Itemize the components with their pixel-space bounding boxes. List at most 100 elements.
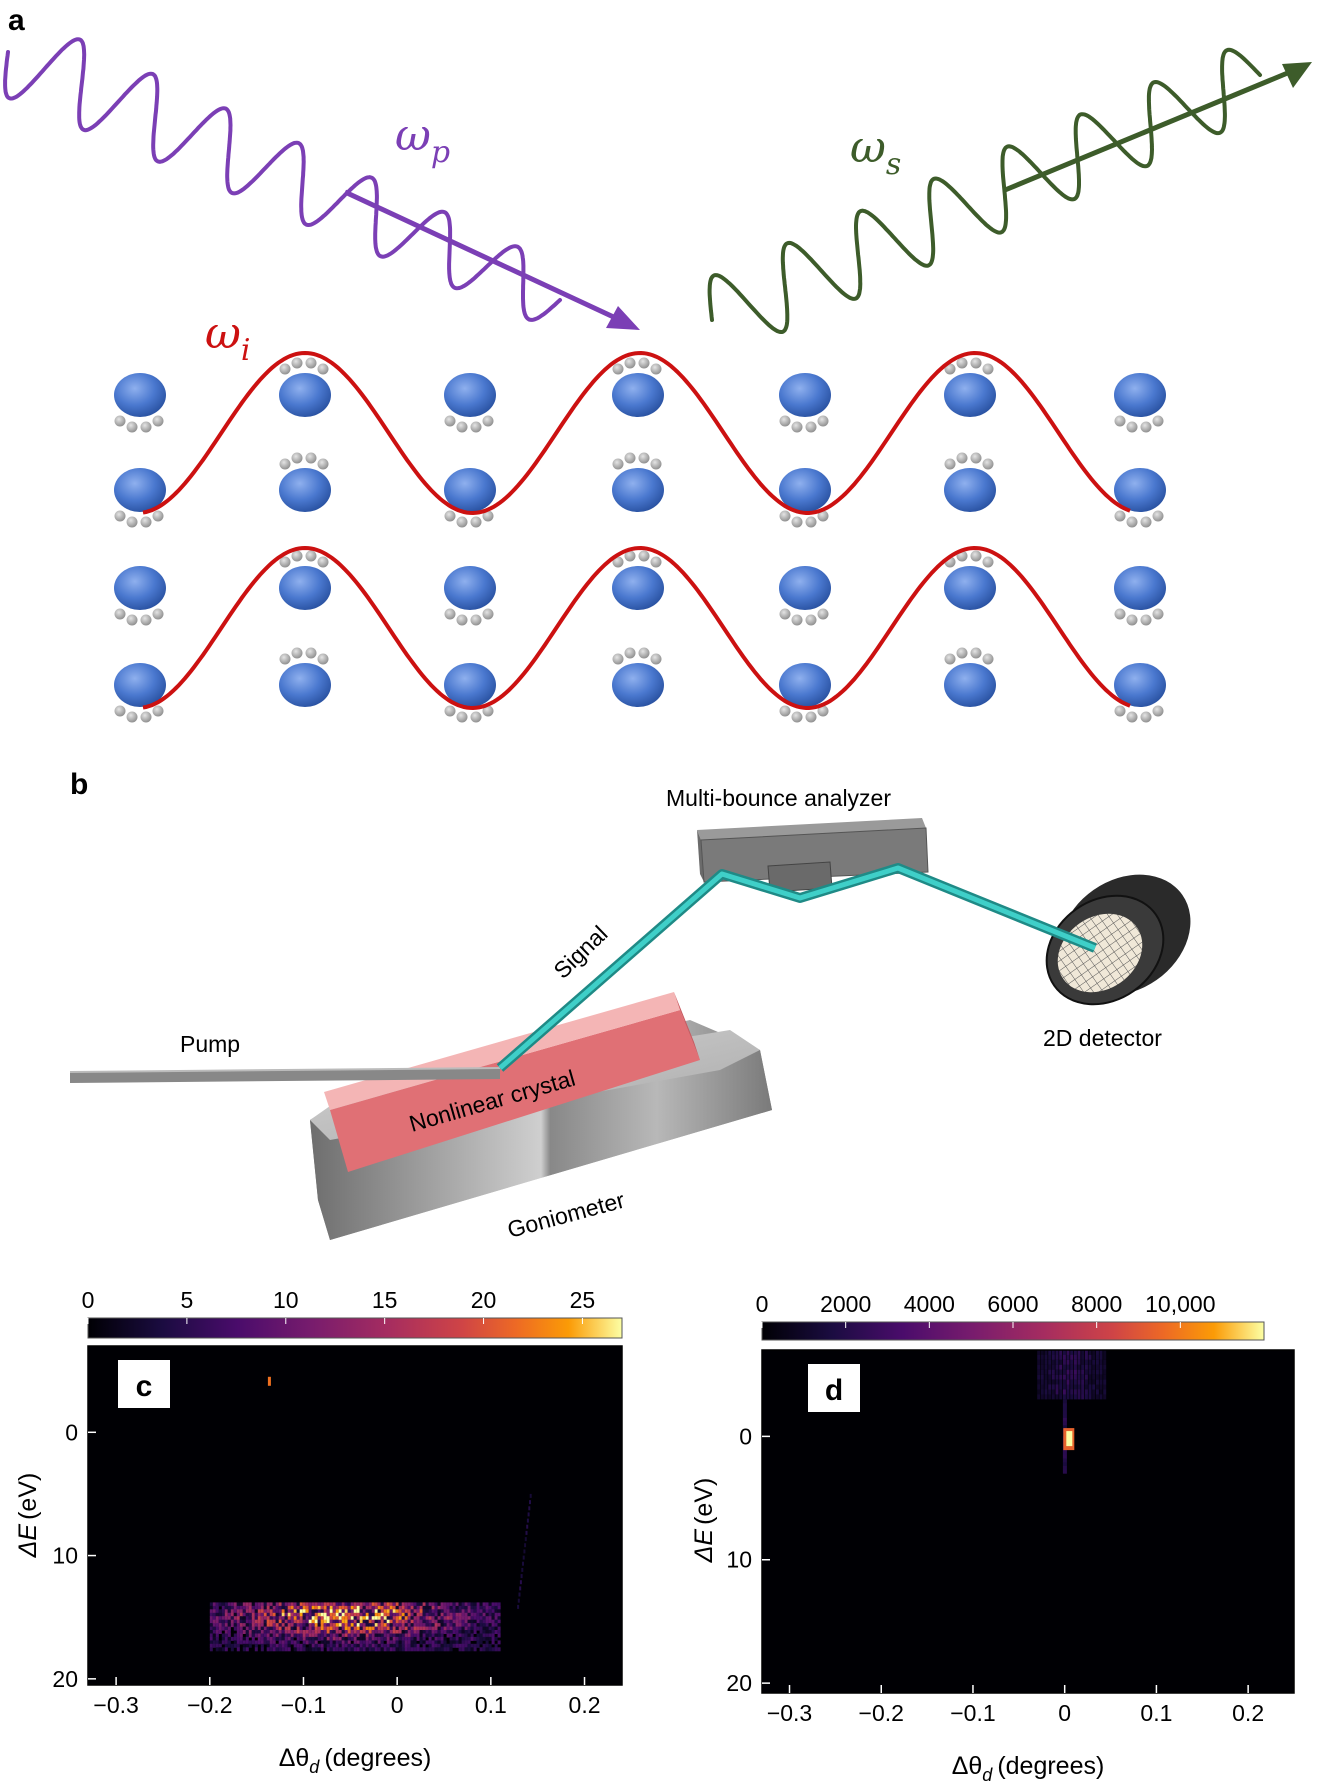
heat-cell: [428, 1647, 432, 1652]
heat-cell: [296, 1640, 300, 1645]
heat-cell: [272, 1633, 276, 1638]
heat-cell: [281, 1602, 285, 1607]
heat-cell: [1051, 1394, 1055, 1400]
heat-cell: [1051, 1359, 1055, 1365]
heat-cell: [389, 1609, 393, 1614]
heat-cell: [1095, 1369, 1099, 1375]
heat-cell: [320, 1643, 324, 1648]
heat-cell: [326, 1633, 330, 1638]
heat-cell: [254, 1609, 258, 1614]
heat-cell: [1044, 1389, 1048, 1395]
heat-cell: [1077, 1364, 1081, 1370]
heat-cell: [305, 1633, 309, 1638]
heat-cell: [374, 1602, 378, 1607]
heat-cell: [470, 1619, 474, 1624]
heat-cell: [287, 1602, 291, 1607]
heat-cell: [338, 1619, 342, 1624]
heat-cell: [317, 1623, 321, 1628]
heat-cell: [497, 1640, 501, 1645]
electron: [612, 653, 624, 665]
heat-cell: [386, 1609, 390, 1614]
heat-cell: [446, 1647, 450, 1652]
heat-cell: [443, 1643, 447, 1648]
heat-cell: [413, 1605, 417, 1610]
heat-cell: [239, 1609, 243, 1614]
heat-cell: [428, 1643, 432, 1648]
heat-cell: [374, 1609, 378, 1614]
heat-cell: [392, 1643, 396, 1648]
heat-cell: [1099, 1350, 1103, 1355]
heat-cell: [218, 1619, 222, 1624]
heat-cell: [209, 1612, 213, 1617]
heat-cell: [416, 1619, 420, 1624]
heat-cell: [1062, 1354, 1066, 1360]
heat-cell: [392, 1647, 396, 1652]
heat-cell: [1062, 1369, 1066, 1375]
heat-cell: [374, 1623, 378, 1628]
heat-cell: [1077, 1384, 1081, 1390]
electron: [982, 556, 994, 568]
heat-cell: [380, 1616, 384, 1621]
heat-cell: [296, 1616, 300, 1621]
heat-cell: [344, 1636, 348, 1641]
electron: [779, 510, 791, 522]
heat-cell: [407, 1612, 411, 1617]
heat-cell: [266, 1630, 270, 1634]
heat-cell: [519, 1580, 522, 1585]
detector-label: 2D detector: [1043, 1025, 1162, 1051]
heat-cell: [407, 1630, 411, 1634]
heat-cell: [467, 1612, 471, 1617]
heat-cell: [335, 1609, 339, 1614]
heat-cell: [419, 1609, 423, 1614]
heat-cell: [245, 1633, 249, 1638]
heat-cell: [440, 1647, 444, 1652]
heat-cell: [398, 1630, 402, 1634]
electron: [817, 705, 829, 717]
heat-cell: [458, 1616, 462, 1621]
electron: [444, 510, 456, 522]
heat-cell: [1077, 1394, 1081, 1400]
heat-cell: [431, 1612, 435, 1617]
heat-cell: [215, 1605, 219, 1610]
heat-cell: [302, 1633, 306, 1638]
heat-cell: [341, 1602, 345, 1607]
heat-cell: [446, 1612, 450, 1617]
heat-cell: [491, 1636, 495, 1641]
heat-cell: [236, 1609, 240, 1614]
heat-cell: [266, 1633, 270, 1638]
heat-cell: [347, 1626, 351, 1631]
heat-cell: [416, 1612, 420, 1617]
electron: [305, 452, 317, 464]
heat-cell: [356, 1643, 360, 1648]
heat-cell: [281, 1619, 285, 1624]
heat-cell: [332, 1636, 336, 1641]
electron: [817, 510, 829, 522]
heat-cell: [233, 1640, 237, 1645]
heat-cell: [239, 1616, 243, 1621]
heat-cell: [341, 1636, 345, 1641]
heat-cell: [434, 1612, 438, 1617]
heat-cell: [401, 1616, 405, 1621]
heat-cell: [479, 1619, 483, 1624]
heat-cell: [1062, 1417, 1067, 1422]
heat-cell: [254, 1623, 258, 1628]
heat-cell: [281, 1647, 285, 1652]
heat-cell: [371, 1630, 375, 1634]
heat-cell: [452, 1636, 456, 1641]
heat-cell: [365, 1605, 369, 1610]
heat-cell: [1062, 1406, 1067, 1411]
heat-cell: [407, 1609, 411, 1614]
heat-cell: [389, 1612, 393, 1617]
heat-cell: [485, 1643, 489, 1648]
heat-cell: [281, 1605, 285, 1610]
heat-cell: [464, 1619, 468, 1624]
heat-cell: [221, 1640, 225, 1645]
heat-cell: [332, 1619, 336, 1624]
heat-cell: [449, 1647, 453, 1652]
heat-cell: [287, 1643, 291, 1648]
electron: [482, 705, 494, 717]
heat-cell: [233, 1619, 237, 1624]
electron: [956, 647, 968, 659]
heat-cell: [344, 1609, 348, 1614]
heat-cell: [320, 1616, 324, 1621]
